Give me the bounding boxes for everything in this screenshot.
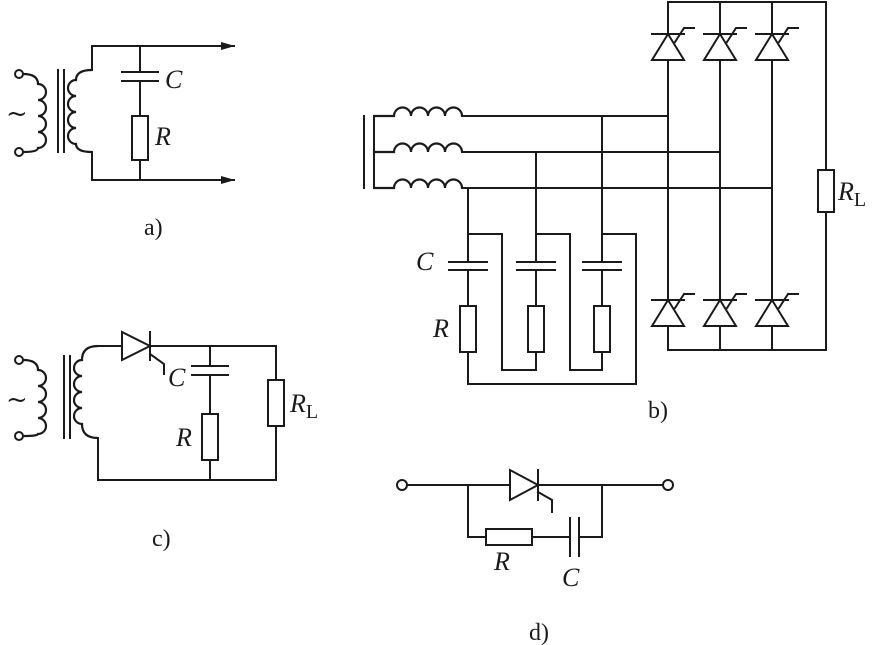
terminal-d-right (662, 479, 674, 491)
phase-coil-1 (374, 106, 464, 118)
ac-source-symbol-a: ~ (6, 99, 28, 129)
terminal-d-left (396, 479, 408, 491)
panel-a: ~ C R a) (6, 42, 235, 241)
panel-d: R C d) (396, 468, 674, 645)
snubber-resistor-b1 (459, 305, 477, 353)
wire (14, 355, 24, 365)
wire (14, 431, 24, 441)
secondary-coil-a (66, 68, 93, 154)
capacitor-label-b: C (416, 247, 434, 276)
snubber-capacitors-b (448, 261, 622, 271)
terminal-a1 (14, 69, 24, 79)
capacitor-label-a: C (165, 65, 183, 94)
caption-a: a) (144, 215, 163, 241)
secondary-windings-b (374, 106, 464, 190)
caption-b: b) (648, 398, 668, 424)
thyristor-d (509, 468, 553, 513)
wire (72, 344, 99, 440)
panel-b: C R RL (363, 1, 866, 424)
load-label-c: RL (289, 389, 318, 423)
transformer-c (14, 344, 99, 441)
wire (673, 293, 695, 310)
thyristor-upper-2 (702, 27, 747, 61)
resistor-label-a: R (154, 122, 171, 151)
thyristor-lower-2 (702, 293, 747, 327)
snubber-resistor-b2 (527, 305, 545, 353)
resistor-a (131, 115, 149, 161)
load-label-b: RL (837, 177, 866, 211)
wire (535, 233, 603, 371)
panel-c: ~ C R RL c) (6, 330, 318, 552)
resistor-label-b: R (432, 314, 449, 343)
transformer-a (14, 68, 93, 157)
resistor-c (201, 413, 219, 461)
caption-d: d) (529, 620, 549, 645)
wire (467, 233, 537, 371)
resistor-label-c: R (175, 423, 192, 452)
wire (536, 490, 553, 513)
resistor-label-d: R (493, 547, 510, 576)
thyristor-upper-3 (754, 27, 799, 61)
primary-coil-a (22, 72, 48, 154)
wire (601, 233, 637, 385)
wire (725, 293, 747, 310)
capacitor-label-d: C (562, 563, 580, 592)
thyristor-lower-1 (650, 293, 695, 327)
load-resistor-b (817, 169, 835, 213)
ac-source-symbol-c: ~ (6, 385, 28, 415)
thyristor-lower-3 (754, 293, 799, 327)
thyristor-c (121, 330, 165, 375)
capacitor-label-c: C (168, 363, 186, 392)
wire (725, 27, 747, 44)
wire (777, 293, 799, 310)
wire (22, 358, 48, 438)
load-resistor-c (267, 379, 285, 427)
phase-coil-3 (374, 178, 464, 190)
snubber-resistor-b3 (593, 305, 611, 353)
caption-c: c) (152, 526, 171, 552)
thyristor-upper-1 (650, 27, 695, 61)
resistor-d (485, 528, 533, 546)
wire (673, 27, 695, 44)
terminal-a2 (14, 147, 24, 157)
phase-coil-2 (374, 142, 464, 154)
wire (777, 27, 799, 44)
wire (148, 352, 165, 375)
